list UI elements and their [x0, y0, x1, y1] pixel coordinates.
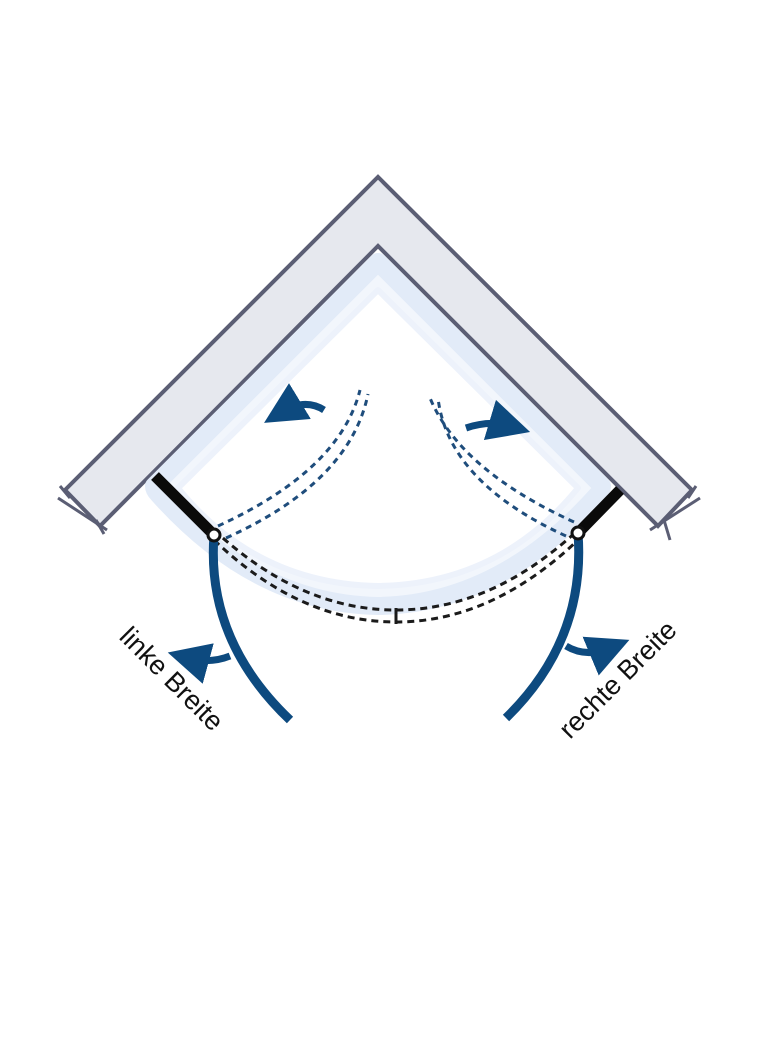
inward-open-doors: [217, 389, 575, 540]
door-left-outward: [208, 534, 294, 724]
arrow-outward-right: [564, 636, 630, 676]
closed-door-arc-inner: [212, 528, 580, 612]
tray-inner: [175, 287, 581, 589]
hinge-circle-icon: [206, 527, 222, 543]
inward-door-left-outer: [217, 389, 362, 528]
fixed-panel-right: [574, 486, 624, 537]
wall-right-end-tick: [649, 496, 701, 532]
wall-right-end-tick-2: [686, 485, 698, 499]
hinges: [206, 525, 586, 543]
inward-door-right-inner: [436, 397, 567, 538]
label-right-width: rechte Breite: [553, 615, 682, 744]
inward-door-left-inner: [225, 393, 370, 540]
wall-left-bottom-tick: [94, 519, 106, 535]
fixed-panels: [151, 472, 624, 539]
arrow-inward-right: [464, 399, 531, 441]
closed-door-outline: [212, 528, 580, 624]
inward-arrows: [264, 383, 531, 441]
label-left-width: linke Breite: [114, 621, 230, 737]
outward-open-doors: [208, 532, 584, 724]
shower-tray: [145, 253, 611, 615]
wall-right-bottom-tick: [662, 519, 672, 541]
arrow-outward-left: [167, 643, 232, 684]
outward-arrows: [167, 636, 630, 684]
arrow-inward-left: [264, 383, 326, 423]
corner-walls: [57, 174, 701, 541]
wall-left-end-tick-2: [58, 485, 72, 499]
hinge-circle-icon: [570, 525, 586, 541]
fixed-panel-left: [151, 472, 218, 539]
door-right-outward: [502, 532, 584, 722]
